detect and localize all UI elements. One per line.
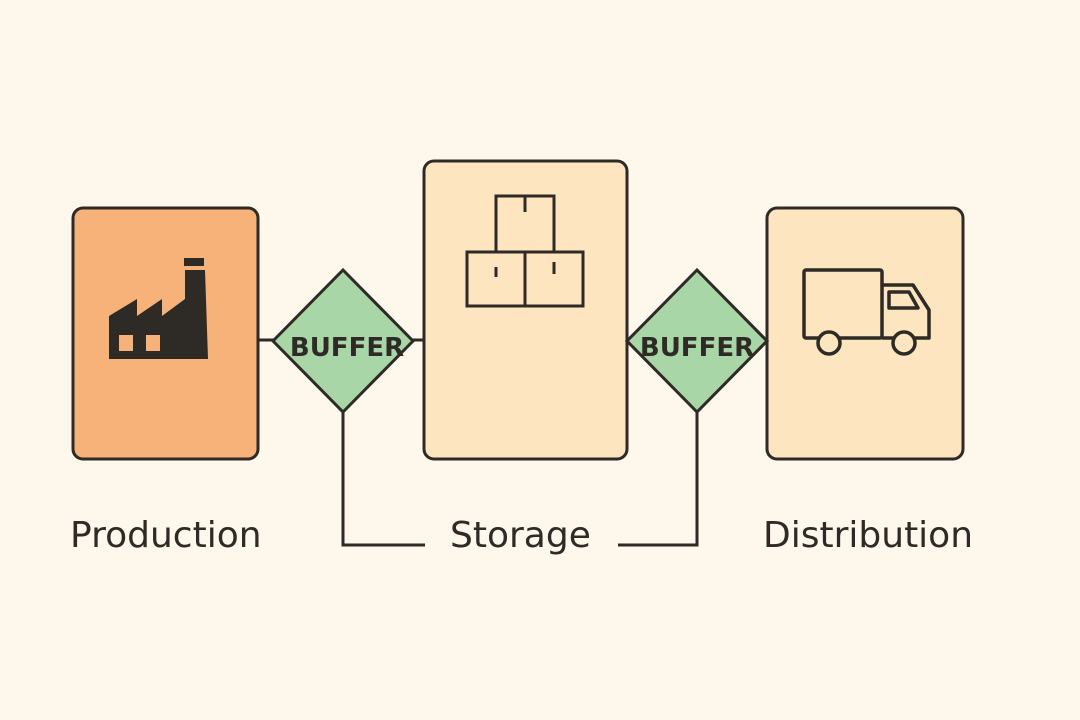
stage-label-production: Production [70, 515, 262, 556]
truck-icon [802, 268, 931, 356]
storage-box [422, 159, 629, 461]
factory-icon [109, 258, 208, 359]
buffer-2: BUFFER [624, 267, 770, 415]
connector-buffer2-storage-label [618, 412, 699, 547]
stage-label-distribution: Distribution [763, 515, 974, 556]
connector-buffer1-storage-label [341, 412, 425, 547]
buffer-label: BUFFER [290, 333, 404, 363]
buffer-label: BUFFER [640, 333, 754, 363]
buffer-diamond [270, 267, 416, 415]
boxes-icon [465, 194, 585, 308]
buffer-1: BUFFER [270, 267, 416, 415]
buffer-diamond [624, 267, 770, 415]
distribution-box [765, 206, 965, 461]
stage-label-storage: Storage [450, 515, 591, 556]
